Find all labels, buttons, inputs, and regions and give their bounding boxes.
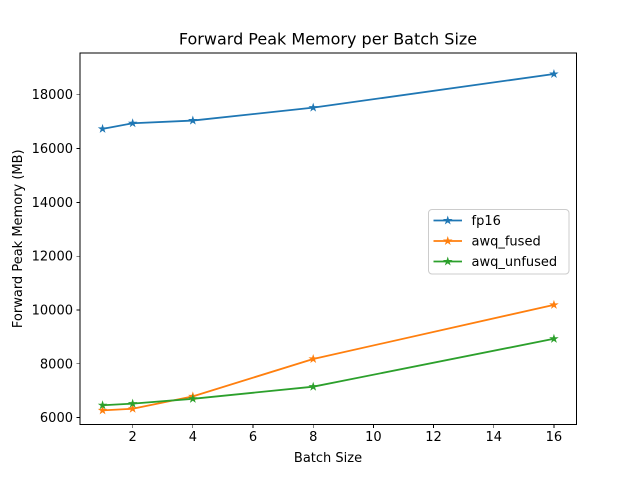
series-marker-awq_unfused — [188, 393, 198, 403]
series-marker-fp16 — [127, 118, 138, 128]
series-marker-awq_fused — [549, 299, 559, 309]
series-marker-fp16 — [308, 102, 318, 112]
x-tick-label: 14 — [485, 430, 502, 445]
plot-area: 2 4 6 8 10 12 14 16 6000 8000 10000 12000 14000 16000… — [32, 52, 577, 445]
series-marker-fp16 — [549, 68, 559, 79]
legend-item-awq_fused: awq_fused — [433, 235, 541, 250]
series-marker-awq_unfused — [97, 400, 108, 410]
legend-label: awq_fused — [472, 235, 541, 250]
axes-border — [79, 52, 577, 425]
series-line-awq_unfused — [101, 337, 555, 407]
legend-label: fp16 — [472, 214, 501, 229]
legend-marker-sample — [442, 236, 453, 246]
x-tick-label: 6 — [249, 430, 257, 445]
chart-title: Forward Peak Memory per Batch Size — [179, 30, 477, 49]
series-line-awq_fused — [101, 303, 555, 412]
legend-marker-sample — [442, 256, 453, 266]
x-tick-label: 16 — [546, 430, 563, 445]
series-marker-awq_unfused — [308, 381, 318, 391]
series-marker-awq_fused — [97, 405, 108, 415]
y-tick-label: 18000 — [32, 88, 73, 103]
y-tick-label: 10000 — [32, 303, 73, 318]
x-tick-label: 2 — [129, 430, 137, 445]
series-marker-awq_fused — [308, 353, 318, 364]
series-marker-awq_fused — [127, 403, 138, 413]
legend-item-fp16: fp16 — [433, 214, 501, 229]
legend: fp16 awq_fused awq_unfused — [428, 209, 570, 275]
legend-box — [428, 209, 570, 275]
x-tick-label: 8 — [309, 430, 317, 445]
x-tick-label: 4 — [189, 430, 197, 445]
series-marker-awq_unfused — [549, 333, 559, 343]
x-tick-label: 10 — [365, 430, 382, 445]
y-tick-label: 6000 — [40, 411, 73, 426]
x-tick-label: 12 — [425, 430, 442, 445]
legend-marker-sample — [442, 215, 453, 225]
y-tick-label: 16000 — [32, 142, 73, 157]
y-axis-label: Forward Peak Memory (MB) — [11, 149, 26, 328]
y-tick-label: 14000 — [32, 196, 73, 211]
series-marker-awq_unfused — [127, 398, 138, 408]
legend-item-awq_unfused: awq_unfused — [433, 255, 558, 270]
series-marker-fp16 — [97, 123, 108, 133]
series-marker-fp16 — [188, 115, 198, 125]
series-line-fp16 — [101, 73, 555, 130]
legend-label: awq_unfused — [472, 255, 558, 270]
y-tick-label: 8000 — [40, 357, 73, 372]
y-tick-label: 12000 — [32, 250, 73, 265]
x-axis-label: Batch Size — [294, 451, 362, 466]
